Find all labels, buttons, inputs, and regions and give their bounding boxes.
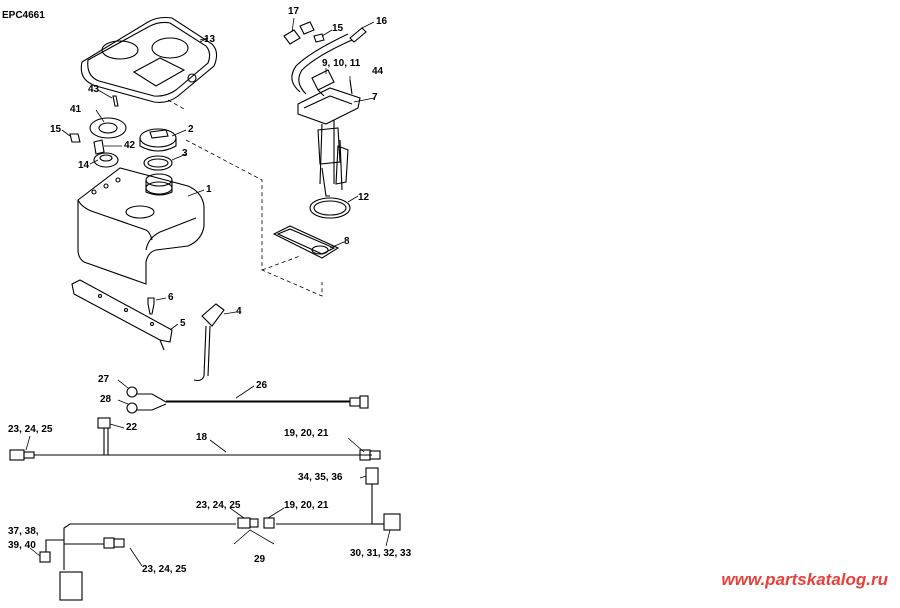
part-16-hose-fitting[interactable]: [349, 27, 367, 43]
callout-13: 13: [204, 34, 216, 45]
part-15-top-clip[interactable]: [313, 33, 325, 43]
part-14-grommet[interactable]: [93, 152, 119, 168]
watermark-text[interactable]: www.partskatalog.ru: [721, 570, 888, 589]
callout-29: 29: [254, 554, 266, 565]
callout-34-36: 34, 35, 36: [298, 472, 343, 483]
diagram-code: EPC4661: [2, 10, 45, 21]
callout-7: 7: [372, 92, 378, 103]
callout-5: 5: [180, 318, 186, 329]
callout-16: 16: [376, 16, 388, 27]
part-7-fuel-pump[interactable]: [297, 87, 361, 197]
part-15-cap[interactable]: [69, 133, 81, 143]
callout-27: 27: [98, 374, 110, 385]
callout-14: 14: [78, 160, 90, 171]
part-4-sender-strap[interactable]: [193, 303, 225, 382]
callout-9-10-11: 9, 10, 11: [322, 58, 361, 69]
callout-37-38: 37, 38,: [8, 526, 39, 537]
part-3-gasket[interactable]: [143, 155, 173, 171]
callout-15-left: 15: [50, 124, 62, 135]
part-12-o-ring[interactable]: [309, 197, 351, 219]
callout-8: 8: [344, 236, 350, 247]
callout-22: 22: [126, 422, 138, 433]
callout-41: 41: [70, 104, 82, 115]
callout-43: 43: [88, 84, 100, 95]
part-17-connectors[interactable]: [283, 21, 315, 45]
callout-23-25-middle: 23, 24, 25: [196, 500, 241, 511]
callout-19-21-lower: 19, 20, 21: [284, 500, 329, 511]
callout-42: 42: [124, 140, 136, 151]
callout-19-21-upper: 19, 20, 21: [284, 428, 329, 439]
part-13-tank-cover[interactable]: [80, 16, 218, 103]
part-22-branch-connector[interactable]: [97, 417, 111, 455]
part-43-screw[interactable]: [112, 95, 119, 107]
part-6-screw[interactable]: [147, 297, 155, 315]
callout-15-top: 15: [332, 23, 344, 34]
part-29-lower-harness[interactable]: [39, 500, 401, 601]
callout-17: 17: [288, 6, 300, 17]
callout-44: 44: [372, 66, 384, 77]
part-44-pin[interactable]: [349, 79, 353, 95]
callout-3: 3: [182, 148, 188, 159]
callout-6: 6: [168, 292, 174, 303]
part-1-fuel-tank[interactable]: [77, 167, 205, 285]
part-2-filler-cap[interactable]: [139, 128, 177, 152]
part-34-36-connector[interactable]: [365, 467, 379, 500]
fuel-hose[interactable]: [291, 33, 353, 95]
part-41-ring[interactable]: [89, 117, 127, 139]
callout-23-25-left: 23, 24, 25: [8, 424, 53, 435]
callout-1: 1: [206, 184, 212, 195]
callout-2: 2: [188, 124, 194, 135]
callout-28: 28: [100, 394, 112, 405]
part-8-plate[interactable]: [272, 225, 340, 259]
part-5-bracket[interactable]: [71, 279, 173, 351]
callout-23-25-lower: 23, 24, 25: [142, 564, 187, 575]
callout-30-33: 30, 31, 32, 33: [350, 548, 412, 559]
part-42-fitting[interactable]: [93, 139, 105, 155]
callout-18: 18: [196, 432, 208, 443]
part-26-sender-harness[interactable]: [126, 386, 369, 414]
callout-39-40: 39, 40: [8, 540, 36, 551]
callout-4: 4: [236, 306, 242, 317]
callout-26: 26: [256, 380, 268, 391]
callout-12: 12: [358, 192, 370, 203]
part-18-main-harness[interactable]: [9, 449, 381, 461]
